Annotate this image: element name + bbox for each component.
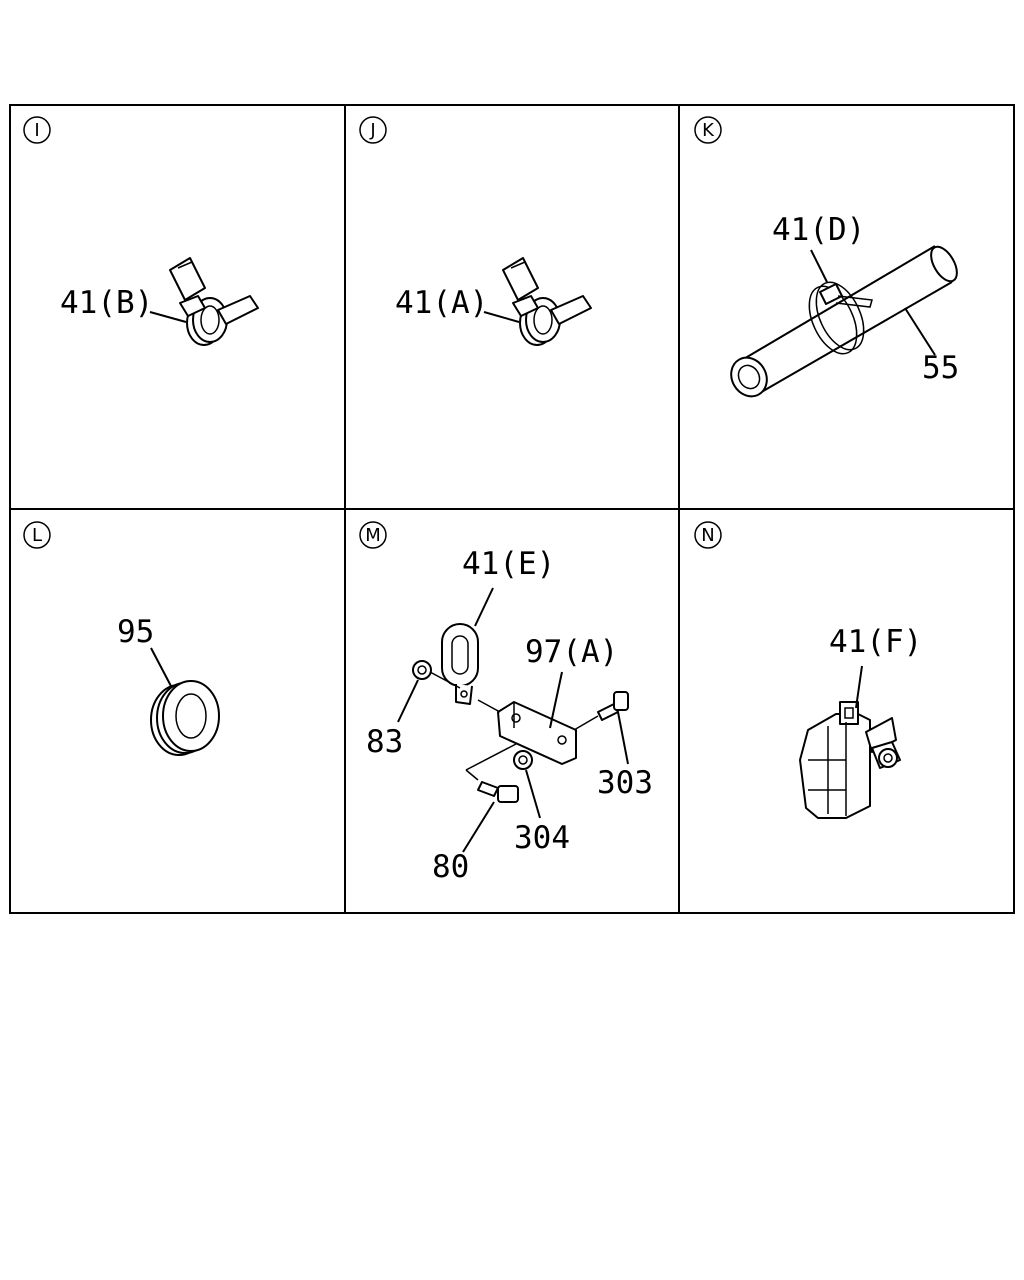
panel-j-letter: J (369, 120, 375, 141)
connector-holder-f-drawing (799, 701, 901, 819)
nut-83-drawing (412, 660, 432, 680)
hose-clamp-b-drawing (169, 257, 259, 346)
callout-41a: 41(A) (395, 285, 488, 321)
nut-304-drawing (513, 750, 533, 770)
callout-41a-leader (483, 311, 520, 323)
grommet-drawing (150, 680, 220, 756)
hose-clamp-a-drawing (502, 257, 592, 346)
panel-k-marker: K (694, 116, 722, 144)
callout-95-leader (150, 647, 173, 689)
panel-l-marker: L (23, 521, 51, 549)
panel-m: M (359, 521, 653, 885)
panel-l-letter: L (32, 525, 42, 546)
panel-l: L 95 (23, 521, 220, 756)
callout-97a: 97(A) (525, 634, 618, 670)
bracket-97a-drawing (497, 701, 577, 765)
callout-41d: 41(D) (772, 212, 865, 248)
callout-304: 304 (514, 820, 570, 856)
callout-304-leader (525, 769, 541, 819)
panel-j-marker: J (359, 116, 387, 144)
callout-55: 55 (922, 350, 959, 386)
panel-i-letter: I (34, 120, 39, 141)
panel-n-marker: N (694, 521, 722, 549)
panel-k: K 41(D) 55 (694, 116, 959, 398)
bolt-303-drawing (597, 691, 629, 721)
assembly-lines (429, 671, 599, 781)
callout-55-leader (904, 307, 936, 356)
panel-k-letter: K (702, 120, 715, 141)
callout-41b-leader (149, 311, 187, 323)
callout-41e-leader (474, 587, 494, 627)
callout-95: 95 (117, 614, 154, 650)
callout-97a-leader (549, 671, 563, 729)
grid-frame (9, 104, 1015, 914)
panel-j: J 41(A) (359, 116, 592, 346)
bolt-80-drawing (477, 781, 519, 803)
callout-41b: 41(B) (60, 285, 153, 321)
panel-i-marker: I (23, 116, 51, 144)
panel-m-marker: M (359, 521, 387, 549)
band-clamp-d-drawing (808, 281, 873, 355)
panel-i: I 41(B) (23, 116, 259, 346)
panel-n-letter: N (701, 525, 714, 546)
loop-clamp-e-drawing (441, 623, 479, 705)
callout-80: 80 (432, 849, 469, 885)
callout-303-leader (617, 711, 629, 765)
callout-41d-leader (810, 249, 828, 283)
panel-m-letter: M (365, 525, 381, 546)
callout-41f: 41(F) (829, 624, 922, 660)
callout-41f-leader (855, 665, 863, 709)
callout-83: 83 (366, 724, 403, 760)
callout-83-leader (397, 679, 419, 723)
callout-41e: 41(E) (462, 546, 555, 582)
callout-80-leader (462, 801, 495, 853)
callout-303: 303 (597, 765, 653, 801)
panel-n: N 41(F) (694, 521, 922, 819)
